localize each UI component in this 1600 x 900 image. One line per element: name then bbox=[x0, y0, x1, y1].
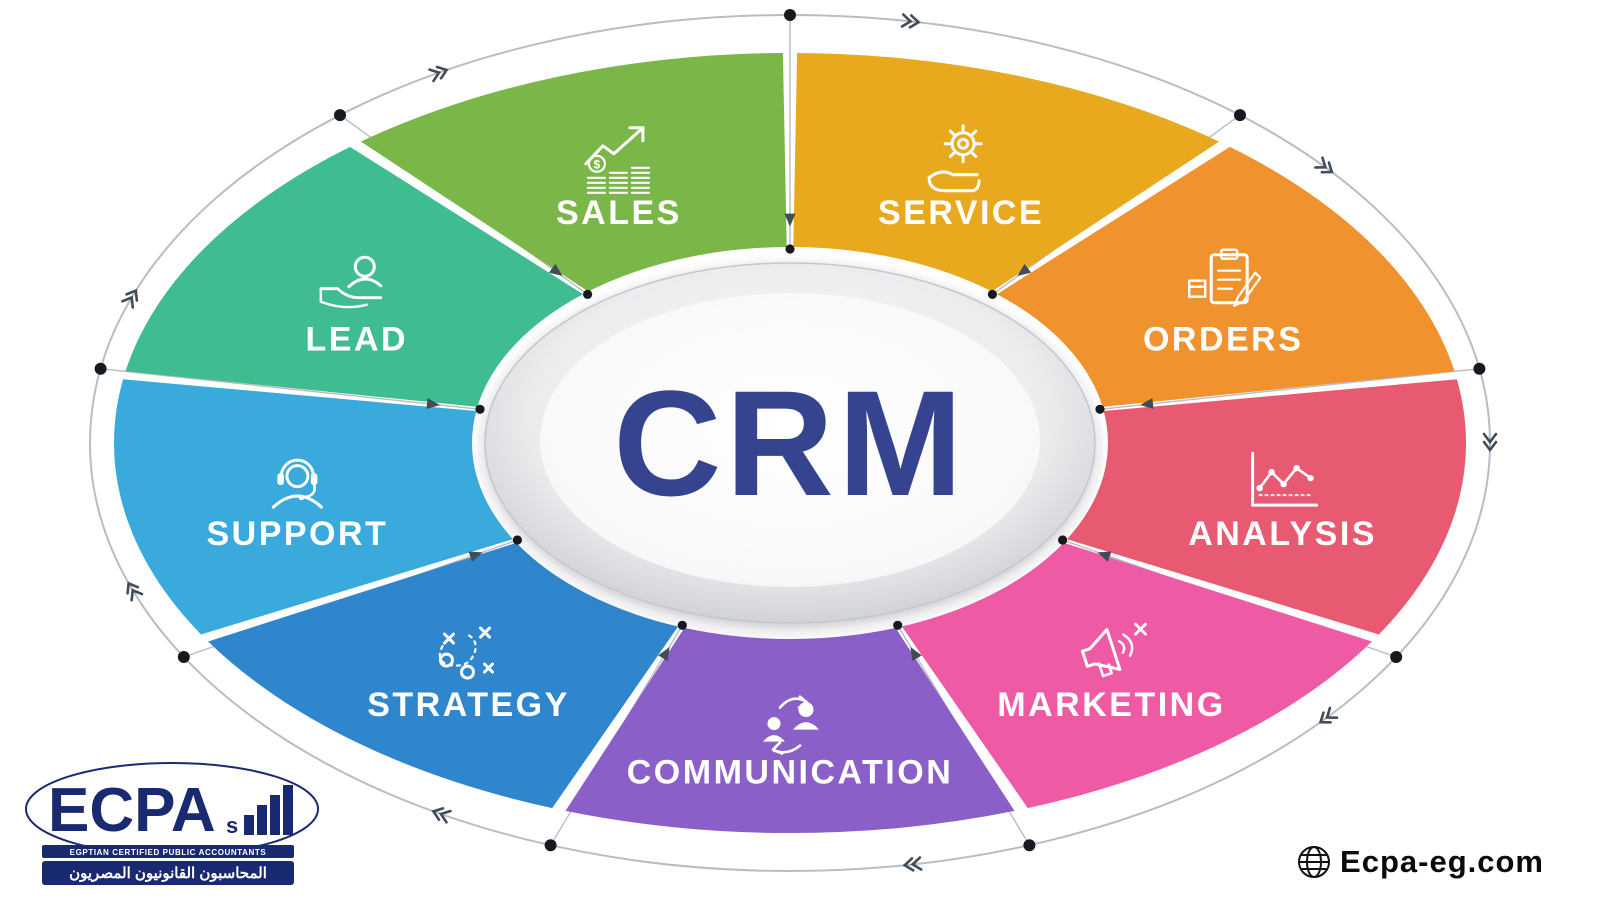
segment-wedge bbox=[565, 627, 1015, 834]
inner-dot bbox=[583, 289, 593, 299]
website-link: Ecpa-eg.com bbox=[1296, 844, 1544, 880]
inward-arrow-icon bbox=[1097, 551, 1112, 562]
ring-arrow-icon bbox=[121, 288, 139, 309]
headset-support-icon bbox=[271, 458, 323, 509]
center-hub: CRM bbox=[484, 262, 1096, 624]
ring-arrow-icon bbox=[431, 807, 452, 824]
segment-sales: $ SALES bbox=[360, 53, 787, 292]
inward-arrow-icon bbox=[1140, 398, 1154, 410]
logo-tagline: EGPTIAN CERTIFIED PUBLIC ACCOUNTANTS bbox=[70, 848, 267, 857]
ring-arrow-icon bbox=[1314, 156, 1334, 174]
inward-arrow-icon bbox=[910, 646, 922, 661]
segment-label: ORDERS bbox=[1143, 321, 1303, 359]
inner-dot bbox=[987, 289, 998, 299]
inward-arrow-icon bbox=[548, 263, 563, 276]
segment-service: SERVICE bbox=[793, 53, 1220, 292]
segment-wedge bbox=[901, 542, 1372, 809]
logo-wordmark: ECPA bbox=[48, 776, 216, 845]
lead-person-icon bbox=[319, 255, 383, 309]
inner-dot bbox=[893, 620, 903, 630]
ring-dot bbox=[1023, 839, 1036, 852]
segment-analysis: ANALYSIS bbox=[1067, 379, 1466, 635]
megaphone-icon bbox=[1080, 622, 1147, 678]
segment-support: SUPPORT bbox=[114, 379, 513, 635]
segment-label: MARKETING bbox=[997, 686, 1225, 724]
analysis-chart-icon bbox=[1251, 451, 1319, 507]
inner-dot bbox=[677, 620, 687, 630]
segment-label: SALES bbox=[556, 194, 682, 232]
ring-arrow-icon bbox=[1482, 432, 1498, 453]
svg-text:$: $ bbox=[594, 157, 601, 171]
people-exchange-icon bbox=[763, 695, 819, 755]
ring-arrow-icon bbox=[900, 13, 921, 29]
segment-label: SERVICE bbox=[878, 194, 1044, 232]
strategy-plan-icon bbox=[438, 626, 494, 680]
segment-wedge bbox=[125, 146, 584, 407]
inner-dot bbox=[1058, 535, 1068, 545]
segment-label: COMMUNICATION bbox=[627, 754, 954, 792]
sales-growth-icon: $ bbox=[584, 126, 651, 194]
segment-wedge bbox=[360, 53, 787, 292]
inward-arrow-icon bbox=[784, 213, 796, 227]
segment-label: SUPPORT bbox=[206, 515, 388, 553]
inward-arrow-icon bbox=[426, 398, 440, 410]
crm-center-label: CRM bbox=[613, 359, 967, 527]
website-text: Ecpa-eg.com bbox=[1340, 844, 1544, 879]
ring-dot bbox=[1234, 109, 1246, 122]
segment-strategy: STRATEGY bbox=[208, 542, 679, 809]
order-clipboard-icon bbox=[1187, 248, 1262, 307]
ring-arrow-icon bbox=[126, 581, 144, 602]
logo-tagline-bar bbox=[42, 845, 294, 858]
inner-dot bbox=[785, 244, 795, 254]
segment-orders: ORDERS bbox=[996, 146, 1455, 407]
ring-dot bbox=[94, 362, 107, 375]
hub-inner-ellipse bbox=[540, 293, 1040, 587]
ring-dot bbox=[544, 839, 557, 852]
logo-arabic-bar bbox=[42, 861, 294, 885]
segment-wedge bbox=[996, 146, 1455, 407]
segment-label: LEAD bbox=[306, 321, 409, 359]
segment-label: STRATEGY bbox=[367, 686, 570, 724]
ring-arrow-icon bbox=[1318, 706, 1339, 724]
gear-hand-icon bbox=[927, 124, 983, 193]
segment-wedge bbox=[114, 379, 513, 635]
logo-bars-icon bbox=[244, 785, 293, 835]
logo-tagline-arabic: المحاسبون القانونيون المصريون bbox=[69, 865, 267, 882]
segment-label: ANALYSIS bbox=[1188, 515, 1377, 553]
logo-subscript: s bbox=[226, 813, 238, 838]
spoke-line bbox=[100, 368, 481, 410]
ring-dot bbox=[334, 109, 346, 122]
ring-dot bbox=[1473, 362, 1486, 375]
ring-dot bbox=[177, 651, 190, 663]
globe-icon bbox=[1298, 846, 1331, 878]
ring-arrow-icon bbox=[428, 65, 449, 83]
ecpa-logo-graphic: ECPA s EGPTIAN CERTIFIED PUBLIC ACCOUNTA… bbox=[25, 762, 319, 885]
segment-wedge bbox=[793, 53, 1220, 292]
inner-decorations bbox=[426, 213, 1154, 661]
inward-arrow-icon bbox=[1017, 263, 1032, 276]
segment-marketing: MARKETING bbox=[901, 542, 1372, 809]
inner-dot bbox=[1095, 404, 1105, 414]
segment-communication: COMMUNICATION bbox=[565, 627, 1015, 834]
ring-arrow-icon bbox=[902, 856, 923, 872]
ring-dot bbox=[784, 9, 796, 21]
inward-arrow-icon bbox=[658, 646, 670, 661]
segment-wedge bbox=[208, 542, 679, 809]
inner-dot bbox=[512, 535, 523, 545]
segment-wedge bbox=[1067, 379, 1466, 635]
inner-dot bbox=[475, 404, 485, 414]
spoke-line bbox=[1099, 368, 1480, 410]
wheel-segments: $ SALES SERVICE ORDERS ANALYSIS MARKETING COMM… bbox=[114, 53, 1466, 834]
segment-lead: LEAD bbox=[125, 146, 584, 407]
inward-arrow-icon bbox=[468, 551, 483, 562]
ecpa-logo: ECPA s EGPTIAN CERTIFIED PUBLIC ACCOUNTA… bbox=[22, 761, 332, 898]
ring-dot bbox=[1390, 651, 1403, 663]
